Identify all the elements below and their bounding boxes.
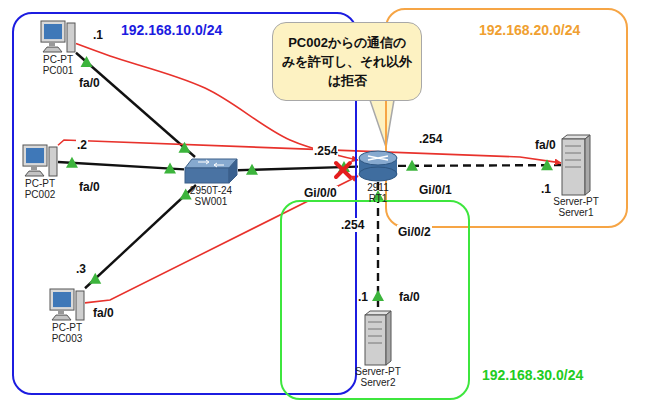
pc-device: PC-PTPC001 <box>18 20 98 76</box>
device-model: PC-PT <box>18 54 98 65</box>
router-device: 2911RT1 <box>338 150 418 204</box>
device-model: Server-PT <box>338 366 418 377</box>
network-link <box>58 162 184 169</box>
device-name: Server1 <box>536 207 616 218</box>
port-name: fa/0 <box>78 180 101 194</box>
host-address: .2 <box>76 138 88 152</box>
link-status-triangle <box>81 56 93 67</box>
host-address: .1 <box>357 290 369 304</box>
subnet-title: 192.168.20.0/24 <box>477 22 582 38</box>
traffic-arrow <box>85 176 358 303</box>
device-name: PC002 <box>0 189 80 200</box>
switch-device: 2950T-24SW001 <box>171 157 251 207</box>
link-status-triangle <box>541 159 553 170</box>
network-link <box>398 164 561 167</box>
host-address: .1 <box>540 182 552 196</box>
pc-device: PC-PTPC002 <box>0 144 80 200</box>
pc-icon <box>49 288 85 322</box>
router-icon <box>358 150 398 182</box>
host-address: .1 <box>92 28 104 42</box>
link-status-triangle <box>246 164 258 175</box>
subnet-title: 192.168.30.0/24 <box>480 367 585 383</box>
port-name: fa/0 <box>92 306 115 320</box>
server-icon <box>364 310 392 366</box>
subnet-title: 192.168.10.0/24 <box>119 22 224 38</box>
device-name: PC001 <box>18 65 98 76</box>
device-name: Server2 <box>338 377 418 388</box>
network-link <box>85 185 196 288</box>
device-model: 2950T-24 <box>171 185 251 196</box>
device-model: PC-PT <box>0 178 80 189</box>
callout-tail <box>370 98 394 147</box>
server-device: Server-PTServer2 <box>338 310 418 388</box>
device-name: RT1 <box>338 193 418 204</box>
pc-icon <box>22 144 58 178</box>
link-status-triangle <box>66 157 78 168</box>
traffic-arrow <box>58 140 561 163</box>
link-status-triangle <box>372 290 384 301</box>
device-name: PC003 <box>27 333 107 344</box>
port-name: fa/0 <box>78 76 101 90</box>
port-name: Gi/0/1 <box>418 183 453 197</box>
host-address: .3 <box>75 262 87 276</box>
port-name: fa/0 <box>398 290 421 304</box>
deny-mark <box>336 163 350 177</box>
callout-text: PC002からの通信のみを許可し、それ以外は拒否 <box>282 33 412 90</box>
device-model: Server-PT <box>536 196 616 207</box>
callout-bubble: PC002からの通信のみを許可し、それ以外は拒否 <box>272 22 422 101</box>
callout-tail-outline <box>370 100 394 147</box>
link-status-triangle <box>406 160 418 171</box>
port-name: Gi/0/0 <box>303 186 338 200</box>
link-status-triangle <box>89 273 101 284</box>
device-model: 2911 <box>338 182 418 193</box>
pc-icon <box>40 20 76 54</box>
device-name: SW001 <box>171 196 251 207</box>
port-name: Gi/0/2 <box>397 225 432 239</box>
link-status-triangle <box>178 142 190 153</box>
host-address: .254 <box>313 144 338 158</box>
host-address: .254 <box>418 132 443 146</box>
subnet-region: Server-PTServer2192.168.30.0/24 <box>280 200 470 400</box>
port-name: fa/0 <box>534 138 557 152</box>
server-icon <box>561 134 591 196</box>
host-address: .254 <box>340 218 365 232</box>
link-status-triangle <box>164 163 176 174</box>
switch-icon <box>184 157 238 185</box>
device-model: PC-PT <box>27 322 107 333</box>
